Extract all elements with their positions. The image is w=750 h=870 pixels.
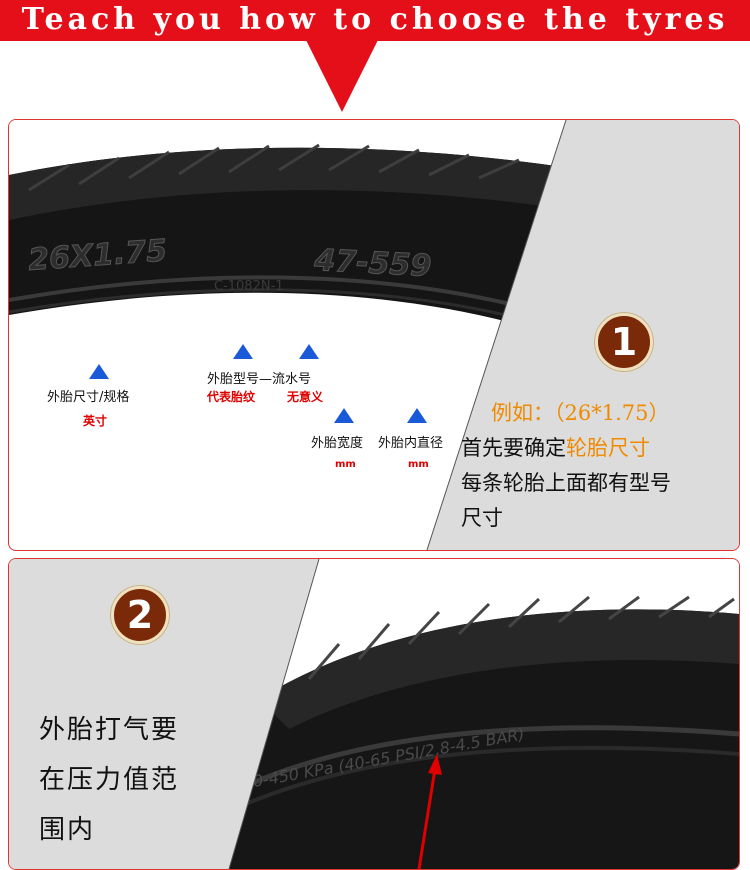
example-line: 例如：（26*1.75）: [491, 401, 670, 425]
step-badge-1: 1: [595, 313, 653, 371]
highlight-tyre-size: 轮胎尺寸: [566, 436, 650, 460]
marker-triangle-icon: [407, 408, 427, 423]
banner-pointer: [306, 40, 378, 112]
tyre-code-marking: C-1082N-1: [214, 279, 284, 294]
title-banner: [0, 0, 750, 41]
panel-tyre-pressure: 0-450 KPa (40-65 PSI/2.8-4.5 BAR) 2 外胎打气…: [8, 558, 740, 870]
marker-triangle-icon: [89, 364, 109, 379]
callout-width-label: 外胎宽度: [311, 436, 364, 451]
instruction-line-2: 首先要确定轮胎尺寸: [461, 436, 650, 460]
marker-triangle-icon: [299, 344, 319, 359]
pressure-line-2: 在压力值范: [39, 765, 180, 795]
marker-triangle-icon: [233, 344, 253, 359]
panel-tyre-size: 26X1.75 47-559 C-1082N-1 外胎尺寸/规格 英寸 外胎型号…: [8, 119, 740, 551]
callout-size-unit: 英寸: [83, 414, 108, 428]
instruction-line-3: 每条轮胎上面都有型号: [461, 471, 671, 495]
instruction-line-4: 尺寸: [461, 506, 503, 530]
arrow-head-icon: [428, 754, 442, 775]
callout-diameter-unit: mm: [408, 459, 429, 470]
pressure-line-1: 外胎打气要: [39, 715, 180, 745]
callout-serial-meaning: 无意义: [287, 390, 324, 404]
grey-slant-panel: [426, 120, 739, 550]
callout-width-unit: mm: [335, 459, 356, 470]
callout-model-label: 外胎型号—流水号: [207, 372, 312, 387]
step-badge-2: 2: [111, 586, 169, 644]
pressure-line-3: 围内: [39, 815, 96, 845]
tyre-etrto-marking: 47-559: [313, 243, 432, 284]
grey-slant-panel: [9, 559, 320, 869]
banner-title: Teach you how to choose the tyres: [21, 2, 729, 37]
callout-size-label: 外胎尺寸/规格: [47, 390, 130, 405]
marker-triangle-icon: [334, 408, 354, 423]
callout-dash: —: [259, 372, 273, 387]
callout-model-meaning: 代表胎纹: [207, 390, 256, 404]
callout-diameter-label: 外胎内直径: [378, 436, 444, 451]
